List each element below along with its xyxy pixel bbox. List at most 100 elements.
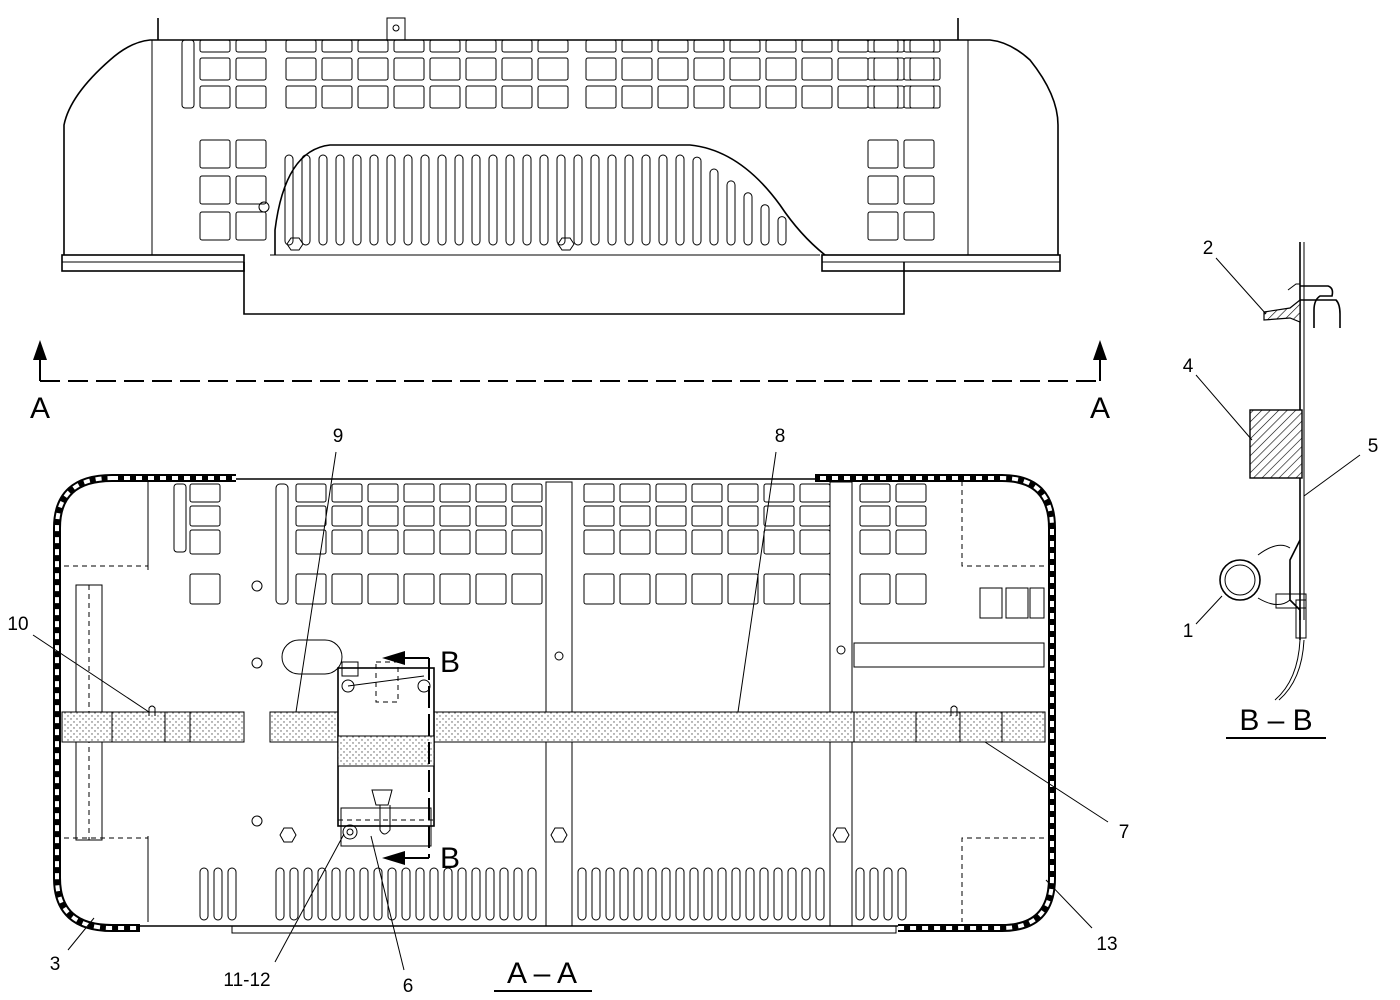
top-vent-cell [867, 139, 899, 169]
aa-vent-cell [475, 483, 507, 503]
top-vent-cell [657, 57, 689, 81]
strip-clip-right [950, 705, 958, 716]
arch-slot [556, 154, 566, 246]
aa-bottom-slot [577, 867, 587, 921]
aa-vent-cell [367, 573, 399, 605]
top-vent-cell [429, 85, 461, 109]
b-top-flange-outer [1300, 299, 1341, 328]
top-vent-cell [801, 57, 833, 81]
aa-bottom-slot [605, 867, 615, 921]
callout-10: 10 [7, 614, 28, 635]
aa-vent-cell [727, 529, 759, 555]
aa-bottom-slot [499, 867, 509, 921]
top-vent-cell [867, 211, 899, 241]
top-vent-cell [357, 85, 389, 109]
arch-slot [522, 154, 532, 246]
aa-vent-cell [189, 529, 221, 555]
callout-6: 6 [403, 976, 414, 997]
right-small-vent-3 [1029, 587, 1045, 619]
callout-1: 1 [1183, 621, 1194, 642]
leader-5 [1303, 454, 1361, 497]
arch-slot [607, 154, 617, 246]
top-vent-cell [621, 57, 653, 81]
arch-slot [335, 154, 345, 246]
leader-1 [1195, 595, 1223, 625]
aa-bottom-slot [619, 867, 629, 921]
callout-3: 3 [50, 954, 61, 975]
nut-3 [832, 827, 850, 843]
aa-bottom-slot [745, 867, 755, 921]
top-vent-cell [199, 39, 231, 53]
section-a-bottom-slots [199, 867, 907, 921]
aa-bottom-slot [883, 867, 893, 921]
aa-vent-cell [895, 505, 927, 527]
aa-vent-cell [439, 529, 471, 555]
section-a-a-view: B B A – A 9 8 10 7 3 13 11-12 6 [7, 426, 1129, 997]
aa-vent-cell [367, 505, 399, 527]
top-vent-cell [235, 211, 267, 241]
aa-vent-cell [655, 529, 687, 555]
b-gasket [1263, 298, 1301, 323]
top-vent-cell [235, 139, 267, 169]
top-vent-cell [867, 85, 899, 109]
aa-bottom-slot [703, 867, 713, 921]
section-b-bottom-letter: B [440, 842, 460, 875]
top-vent-cell [729, 85, 761, 109]
top-vent-cell [429, 57, 461, 81]
top-vent-cell [873, 85, 905, 109]
arch-slot [471, 154, 481, 246]
aa-bottom-slot [401, 867, 411, 921]
leader-2 [1215, 257, 1267, 315]
aa-vent-cell [691, 505, 723, 527]
section-b-arrow-bottom-head [382, 851, 405, 865]
aa-bottom-slot [317, 867, 327, 921]
aa-vent-cell [331, 483, 363, 503]
right-horizontal-strip [853, 642, 1045, 668]
leader-6 [370, 835, 405, 971]
aa-bottom-slot [869, 867, 879, 921]
aa-vent-cell [583, 505, 615, 527]
aa-bottom-slot [213, 867, 223, 921]
aa-vent-cell [859, 483, 891, 503]
top-vent-cell [729, 39, 761, 53]
top-vent-cell [501, 85, 533, 109]
top-vent-cell [465, 57, 497, 81]
arch-slot [420, 154, 430, 246]
arch-slot [658, 154, 668, 246]
aa-vent-cell [511, 505, 543, 527]
aa-vent-cell [895, 529, 927, 555]
top-vent-cell [867, 57, 899, 81]
top-vent-cell [765, 57, 797, 81]
aa-bottom-slot [457, 867, 467, 921]
aa-vent-cell [727, 483, 759, 503]
aa-bottom-slot [661, 867, 671, 921]
top-vent-cell [585, 85, 617, 109]
b-lower-bracket [1289, 539, 1301, 640]
aa-bottom-slot [471, 867, 481, 921]
top-vent-cell [285, 57, 317, 81]
arch-slot [709, 168, 719, 246]
arch-slot [641, 154, 651, 246]
aa-bottom-slot [855, 867, 865, 921]
aa-bottom-slot [303, 867, 313, 921]
top-vent-cell [357, 39, 389, 53]
top-vent-cell [321, 85, 353, 109]
aa-vent-cell [799, 573, 831, 605]
top-view [61, 17, 1061, 315]
arch-slot [539, 154, 549, 246]
aa-vent-cell [655, 483, 687, 503]
oval-cutout [281, 639, 343, 675]
aa-bottom-slot [801, 867, 811, 921]
aa-vent-cell [763, 505, 795, 527]
aa-vent-cell [859, 573, 891, 605]
leader-7 [984, 741, 1109, 823]
arch-slot [488, 154, 498, 246]
aa-vent-cell [403, 505, 435, 527]
top-vent-cell [621, 39, 653, 53]
top-vent-cell [585, 39, 617, 53]
b-lower-cable-2 [1278, 639, 1305, 701]
top-vent-cell [537, 57, 569, 81]
right-small-vent-1 [979, 587, 1003, 619]
aa-vent-cell [403, 483, 435, 503]
top-vent-cell [873, 39, 905, 53]
